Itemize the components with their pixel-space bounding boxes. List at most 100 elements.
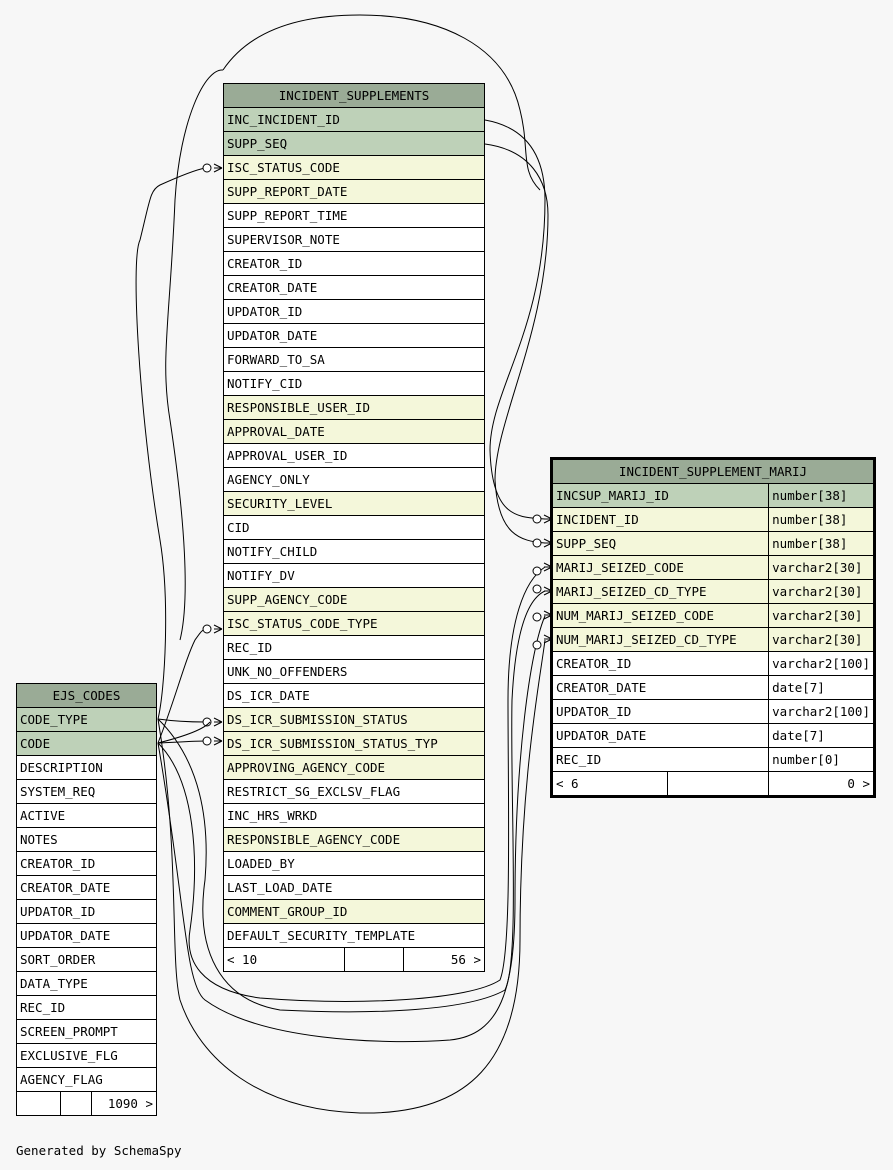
column-row[interactable]: ACTIVE (16, 803, 157, 828)
column-name[interactable]: APPROVAL_DATE (223, 419, 485, 444)
column-name[interactable]: AGENCY_FLAG (16, 1067, 157, 1092)
column-name[interactable]: ACTIVE (16, 803, 157, 828)
column-name[interactable]: MARIJ_SEIZED_CODE (551, 555, 770, 580)
column-row[interactable]: UPDATOR_ID (223, 299, 485, 324)
column-name[interactable]: APPROVING_AGENCY_CODE (223, 755, 485, 780)
column-name[interactable]: UNK_NO_OFFENDERS (223, 659, 485, 684)
column-name[interactable]: CID (223, 515, 485, 540)
column-row[interactable]: DEFAULT_SECURITY_TEMPLATE (223, 923, 485, 948)
column-name[interactable]: INC_INCIDENT_ID (223, 107, 485, 132)
column-name[interactable]: SUPERVISOR_NOTE (223, 227, 485, 252)
column-row[interactable]: SUPERVISOR_NOTE (223, 227, 485, 252)
column-row[interactable]: NOTIFY_CID (223, 371, 485, 396)
parent-count[interactable]: < 6 (551, 771, 669, 796)
column-name[interactable]: UPDATOR_DATE (551, 723, 770, 748)
column-row[interactable]: NOTES (16, 827, 157, 852)
column-row[interactable]: EXCLUSIVE_FLG (16, 1043, 157, 1068)
column-name[interactable]: ISC_STATUS_CODE (223, 155, 485, 180)
column-row[interactable]: CREATOR_DATE (223, 275, 485, 300)
column-name[interactable]: UPDATOR_DATE (16, 923, 157, 948)
column-row[interactable]: DS_ICR_DATE (223, 683, 485, 708)
column-row[interactable]: REC_ID (223, 635, 485, 660)
column-row[interactable]: CREATOR_ID (16, 851, 157, 876)
column-name[interactable]: EXCLUSIVE_FLG (16, 1043, 157, 1068)
column-row[interactable]: DATA_TYPE (16, 971, 157, 996)
column-name[interactable]: NOTIFY_CID (223, 371, 485, 396)
column-name[interactable]: INCSUP_MARIJ_ID (551, 483, 770, 508)
column-row[interactable]: SYSTEM_REQ (16, 779, 157, 804)
column-name[interactable]: CREATOR_DATE (223, 275, 485, 300)
column-name[interactable]: SYSTEM_REQ (16, 779, 157, 804)
column-name[interactable]: DS_ICR_SUBMISSION_STATUS (223, 707, 485, 732)
column-name[interactable]: REC_ID (16, 995, 157, 1020)
column-name[interactable]: SUPP_SEQ (551, 531, 770, 556)
column-row[interactable]: DESCRIPTION (16, 755, 157, 780)
table-title[interactable]: EJS_CODES (16, 683, 157, 708)
column-row[interactable]: SUPP_SEQ (223, 131, 485, 156)
column-name[interactable]: UPDATOR_DATE (223, 323, 485, 348)
column-row[interactable]: LAST_LOAD_DATE (223, 875, 485, 900)
column-row[interactable]: UPDATOR_DATE (223, 323, 485, 348)
column-name[interactable]: NOTES (16, 827, 157, 852)
column-row[interactable]: ISC_STATUS_CODE_TYPE (223, 611, 485, 636)
column-name[interactable]: RESPONSIBLE_USER_ID (223, 395, 485, 420)
column-row[interactable]: SUPP_REPORT_DATE (223, 179, 485, 204)
column-name[interactable]: UPDATOR_ID (16, 899, 157, 924)
column-name[interactable]: DEFAULT_SECURITY_TEMPLATE (223, 923, 485, 948)
column-name[interactable]: UPDATOR_ID (551, 699, 770, 724)
column-name[interactable]: INCIDENT_ID (551, 507, 770, 532)
column-name[interactable]: CREATOR_ID (223, 251, 485, 276)
column-row[interactable]: CREATOR_DATE (16, 875, 157, 900)
column-name[interactable]: SUPP_REPORT_TIME (223, 203, 485, 228)
column-name[interactable]: CREATOR_DATE (16, 875, 157, 900)
column-row[interactable]: ISC_STATUS_CODE (223, 155, 485, 180)
column-row[interactable]: INC_HRS_WRKD (223, 803, 485, 828)
column-row[interactable]: APPROVAL_USER_ID (223, 443, 485, 468)
column-name[interactable]: SUPP_AGENCY_CODE (223, 587, 485, 612)
column-name[interactable]: DS_ICR_DATE (223, 683, 485, 708)
column-row[interactable]: FORWARD_TO_SA (223, 347, 485, 372)
column-name[interactable]: LOADED_BY (223, 851, 485, 876)
column-row[interactable]: UPDATOR_DATE (16, 923, 157, 948)
column-name[interactable]: LAST_LOAD_DATE (223, 875, 485, 900)
column-name[interactable]: CODE_TYPE (16, 707, 157, 732)
column-name[interactable]: INC_HRS_WRKD (223, 803, 485, 828)
column-row[interactable]: RESPONSIBLE_AGENCY_CODE (223, 827, 485, 852)
column-row[interactable]: NOTIFY_CHILD (223, 539, 485, 564)
column-row[interactable]: COMMENT_GROUP_ID (223, 899, 485, 924)
column-row[interactable]: SUPP_REPORT_TIME (223, 203, 485, 228)
column-name[interactable]: SUPP_SEQ (223, 131, 485, 156)
table-title[interactable]: INCIDENT_SUPPLEMENT_MARIJ (552, 459, 874, 484)
table-incident-supplement-marij[interactable]: INCIDENT_SUPPLEMENT_MARIJ INCSUP_MARIJ_I… (550, 457, 876, 798)
column-name[interactable]: NOTIFY_DV (223, 563, 485, 588)
column-name[interactable]: RESTRICT_SG_EXCLSV_FLAG (223, 779, 485, 804)
column-name[interactable]: SORT_ORDER (16, 947, 157, 972)
column-name[interactable]: SECURITY_LEVEL (223, 491, 485, 516)
column-name[interactable]: MARIJ_SEIZED_CD_TYPE (551, 579, 770, 604)
child-count[interactable]: 1090 > (91, 1091, 157, 1116)
column-row[interactable]: REC_ID (16, 995, 157, 1020)
column-name[interactable]: AGENCY_ONLY (223, 467, 485, 492)
column-row[interactable]: SORT_ORDER (16, 947, 157, 972)
column-name[interactable]: RESPONSIBLE_AGENCY_CODE (223, 827, 485, 852)
column-row[interactable]: LOADED_BY (223, 851, 485, 876)
column-row[interactable]: SCREEN_PROMPT (16, 1019, 157, 1044)
column-row[interactable]: DS_ICR_SUBMISSION_STATUS_TYP (223, 731, 485, 756)
column-row[interactable]: UNK_NO_OFFENDERS (223, 659, 485, 684)
column-name[interactable]: DESCRIPTION (16, 755, 157, 780)
column-row[interactable]: CODE (16, 731, 157, 756)
column-row[interactable]: AGENCY_FLAG (16, 1067, 157, 1092)
parent-count[interactable]: < 10 (223, 947, 345, 972)
column-name[interactable]: REC_ID (223, 635, 485, 660)
column-row[interactable]: NOTIFY_DV (223, 563, 485, 588)
